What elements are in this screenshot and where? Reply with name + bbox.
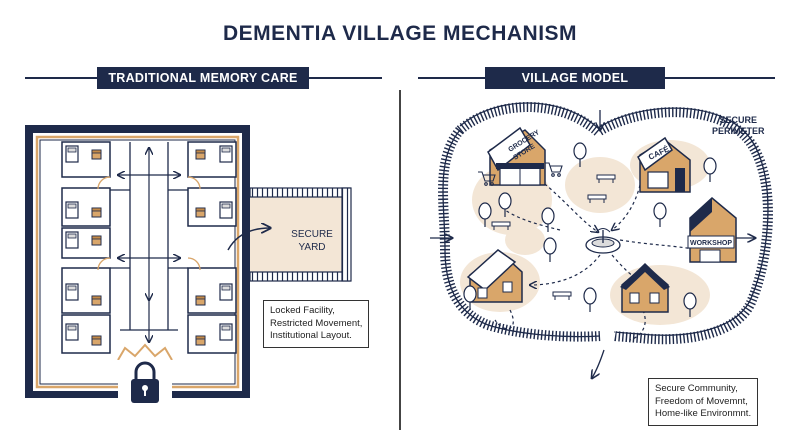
- panel-divider: [399, 90, 401, 430]
- village-caption: Secure Community, Freedom of Movemnt, Ho…: [648, 378, 759, 426]
- caption-line: Secure Community,: [655, 383, 738, 394]
- secure-yard: SECURE YARD: [227, 187, 352, 282]
- yard-label-line1: SECURE: [291, 229, 333, 240]
- padlock-icon: [131, 361, 159, 403]
- workshop-building: WORKSHOP: [687, 197, 737, 263]
- caption-line: Institutional Layout.: [270, 330, 352, 341]
- movement-arrows: [118, 148, 180, 342]
- caption-line: Locked Facility,: [270, 305, 335, 316]
- cafe-building: CAFÉ: [637, 136, 691, 193]
- traditional-caption: Locked Facility, Restricted Movement, In…: [263, 300, 370, 348]
- house-left: [466, 249, 523, 303]
- door-arcs: [97, 176, 201, 271]
- page-title: DEMENTIA VILLAGE MECHANISM: [222, 22, 578, 45]
- corridor-lines: [110, 142, 188, 331]
- entry-arrows: [430, 110, 755, 378]
- workshop-label: WORKSHOP: [690, 240, 732, 247]
- grocery-store-building: GROCERY STORE: [487, 126, 546, 186]
- shopping-cart-icon-2: [478, 171, 496, 186]
- secure-perimeter-fence: [438, 102, 773, 345]
- caption-line: Restricted Movement,: [270, 317, 363, 329]
- caption-line: Home-like Environmnt.: [655, 408, 752, 419]
- caption-line: Freedom of Movemnt,: [655, 395, 748, 407]
- secure-perimeter-label: SECURE PERIMETER: [712, 115, 765, 137]
- yard-label-line2: YARD: [298, 242, 325, 253]
- left-banner: TRADITIONAL MEMORY CARE: [97, 67, 309, 89]
- perimeter-label-line2: PERIMETER: [712, 126, 765, 136]
- right-banner: VILLAGE MODEL: [485, 67, 665, 89]
- fountain: [585, 228, 621, 254]
- shopping-cart-icon: [545, 162, 563, 177]
- perimeter-label-line1: SECURE: [719, 115, 758, 125]
- house-right: [620, 263, 670, 313]
